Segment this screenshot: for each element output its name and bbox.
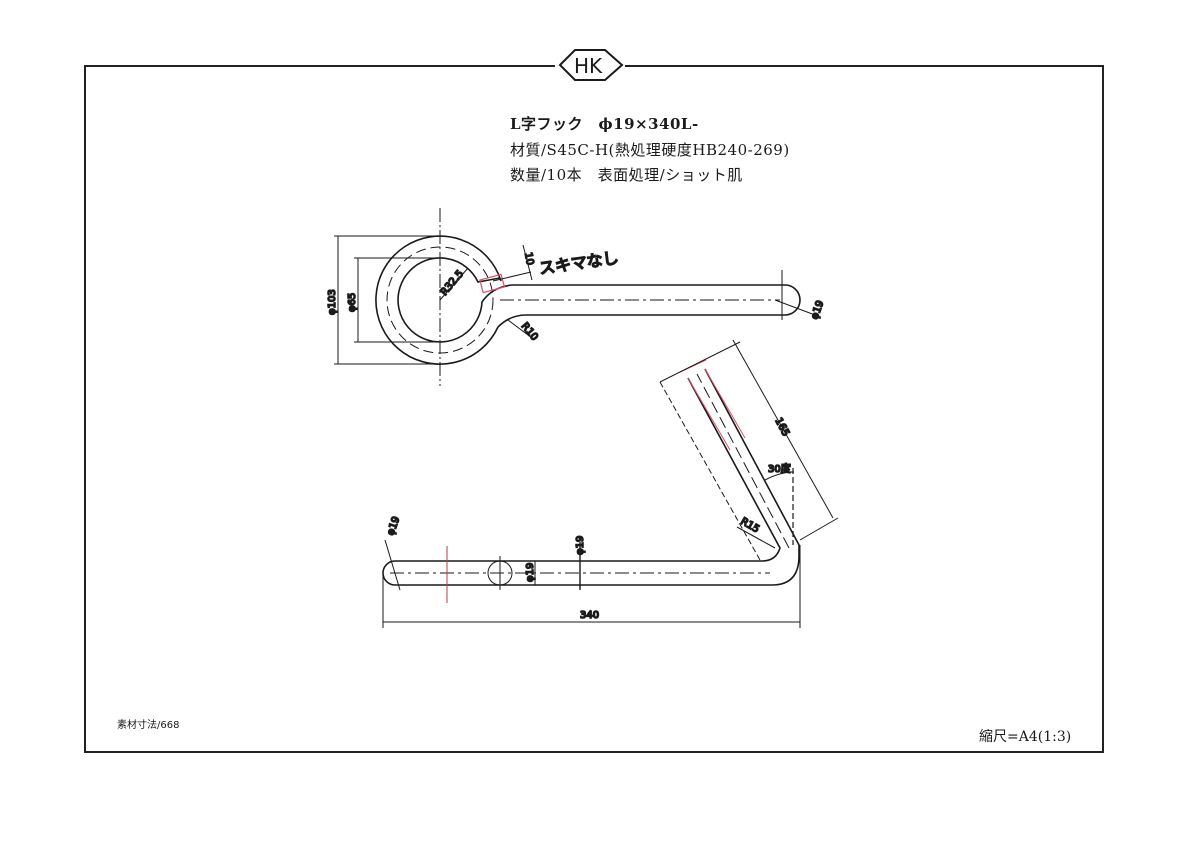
top-view <box>334 208 816 386</box>
leg-centerline <box>696 373 790 549</box>
rod-top-edge <box>395 377 781 562</box>
dim-rod-diameter-b: φ19 <box>575 536 586 555</box>
rod-end-cap <box>784 284 801 316</box>
dim-angle: 30度 <box>768 462 791 475</box>
dim-end-diameter: φ19 <box>385 515 402 537</box>
quantity-finish: 数量/10本 表面処理/ショット肌 <box>510 166 743 184</box>
dim-bend-radius-side: R15 <box>739 516 762 535</box>
dim-rod-diameter-a: φ19 <box>525 563 536 582</box>
dim-inner-diameter: φ65 <box>347 293 358 312</box>
dim-ring-radius: R32.5 <box>439 268 466 297</box>
material-size: 素材寸法/668 <box>117 720 180 731</box>
note-no-gap: スキマなし <box>538 248 620 278</box>
material-spec: 材質/S45C-H(熱処理硬度HB240-269) <box>510 141 790 159</box>
dim-length: 340 <box>580 610 599 621</box>
dim-rod-diameter: φ19 <box>809 299 826 321</box>
dim-gap: 10 <box>522 252 535 266</box>
rod-bottom-edge <box>497 314 785 328</box>
ring-inner-edge <box>397 257 785 343</box>
ring-outer-edge <box>375 235 502 365</box>
logo-text: HK <box>574 54 603 78</box>
dim-bend-radius: R10 <box>519 321 540 343</box>
scale-label: 縮尺=A4(1:3) <box>979 729 1072 745</box>
gap-marker <box>479 273 506 294</box>
hk-logo: HK <box>555 49 625 81</box>
rod-bottom-edge <box>395 368 800 586</box>
dim-leg-length: 165 <box>772 416 791 438</box>
part-title: L字フック ϕ19×340L- <box>510 115 699 133</box>
dim-outer-diameter: φ103 <box>327 289 338 315</box>
ring-centerline <box>386 246 494 354</box>
side-view <box>382 339 839 628</box>
